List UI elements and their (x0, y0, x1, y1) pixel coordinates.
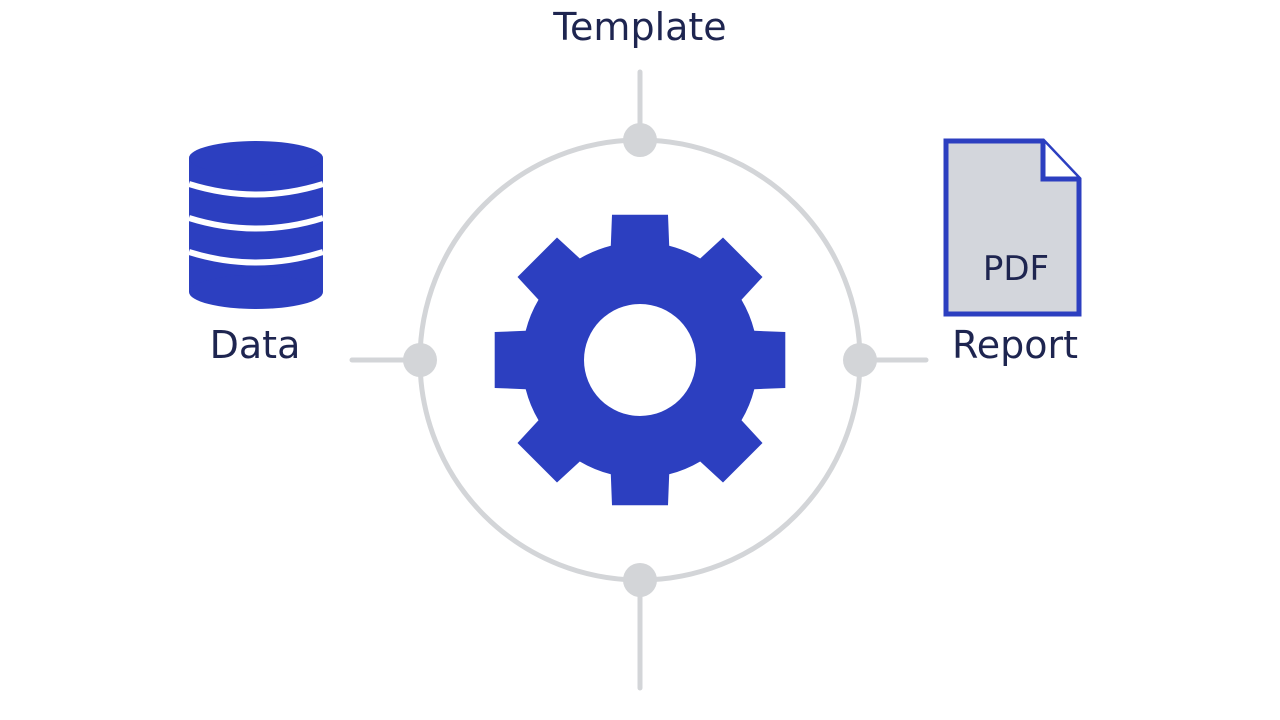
process-ring (417, 137, 863, 583)
database-top (189, 141, 323, 175)
database-band-2 (188, 215, 324, 232)
database-bottom (189, 275, 323, 309)
ring-nodes (403, 123, 877, 597)
label-data: Data (210, 323, 301, 367)
ring-node-right (843, 343, 877, 377)
label-template: Template (552, 5, 726, 49)
ring-node-top (623, 123, 657, 157)
database-band-3 (188, 249, 324, 266)
database-band-1 (188, 181, 324, 198)
ring-node-bottom (623, 563, 657, 597)
label-report: Report (952, 323, 1078, 367)
document-type-label: PDF (983, 249, 1049, 289)
gear-shape (494, 214, 786, 506)
document-fold (1040, 141, 1079, 182)
gear-icon (494, 214, 786, 506)
document-body (943, 138, 1082, 317)
ring-node-left (403, 343, 437, 377)
database-icon (188, 141, 324, 309)
document-icon: PDF (943, 138, 1082, 317)
